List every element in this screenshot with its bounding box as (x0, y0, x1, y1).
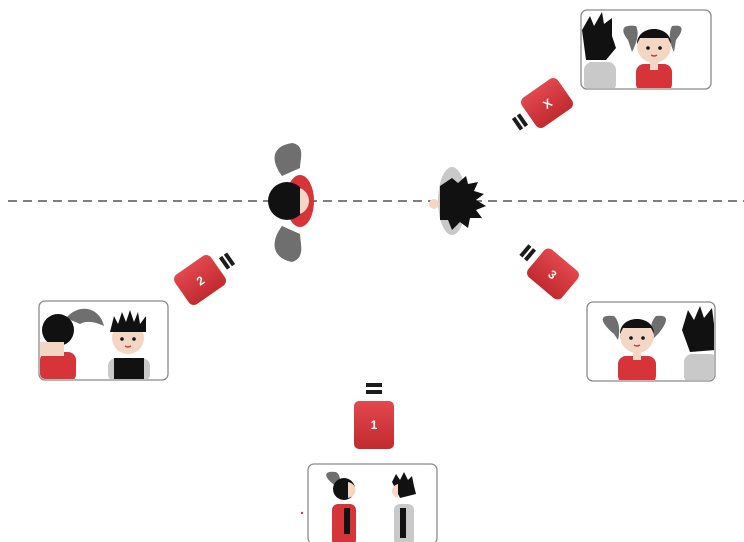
frame-1-shot (308, 464, 437, 542)
girl-top-view-icon (268, 143, 314, 262)
camera-x: X (506, 76, 576, 140)
camera-1: 1 (354, 383, 394, 449)
frame-x-shot (581, 10, 711, 92)
frame-2-shot (39, 301, 168, 382)
camera-3: 3 (512, 236, 581, 302)
boy-top-view-icon (429, 167, 486, 235)
frame-3-shot (587, 302, 718, 384)
camera-2: 2 (172, 243, 242, 307)
camera-label: 1 (371, 418, 378, 432)
red-mark (301, 512, 303, 514)
